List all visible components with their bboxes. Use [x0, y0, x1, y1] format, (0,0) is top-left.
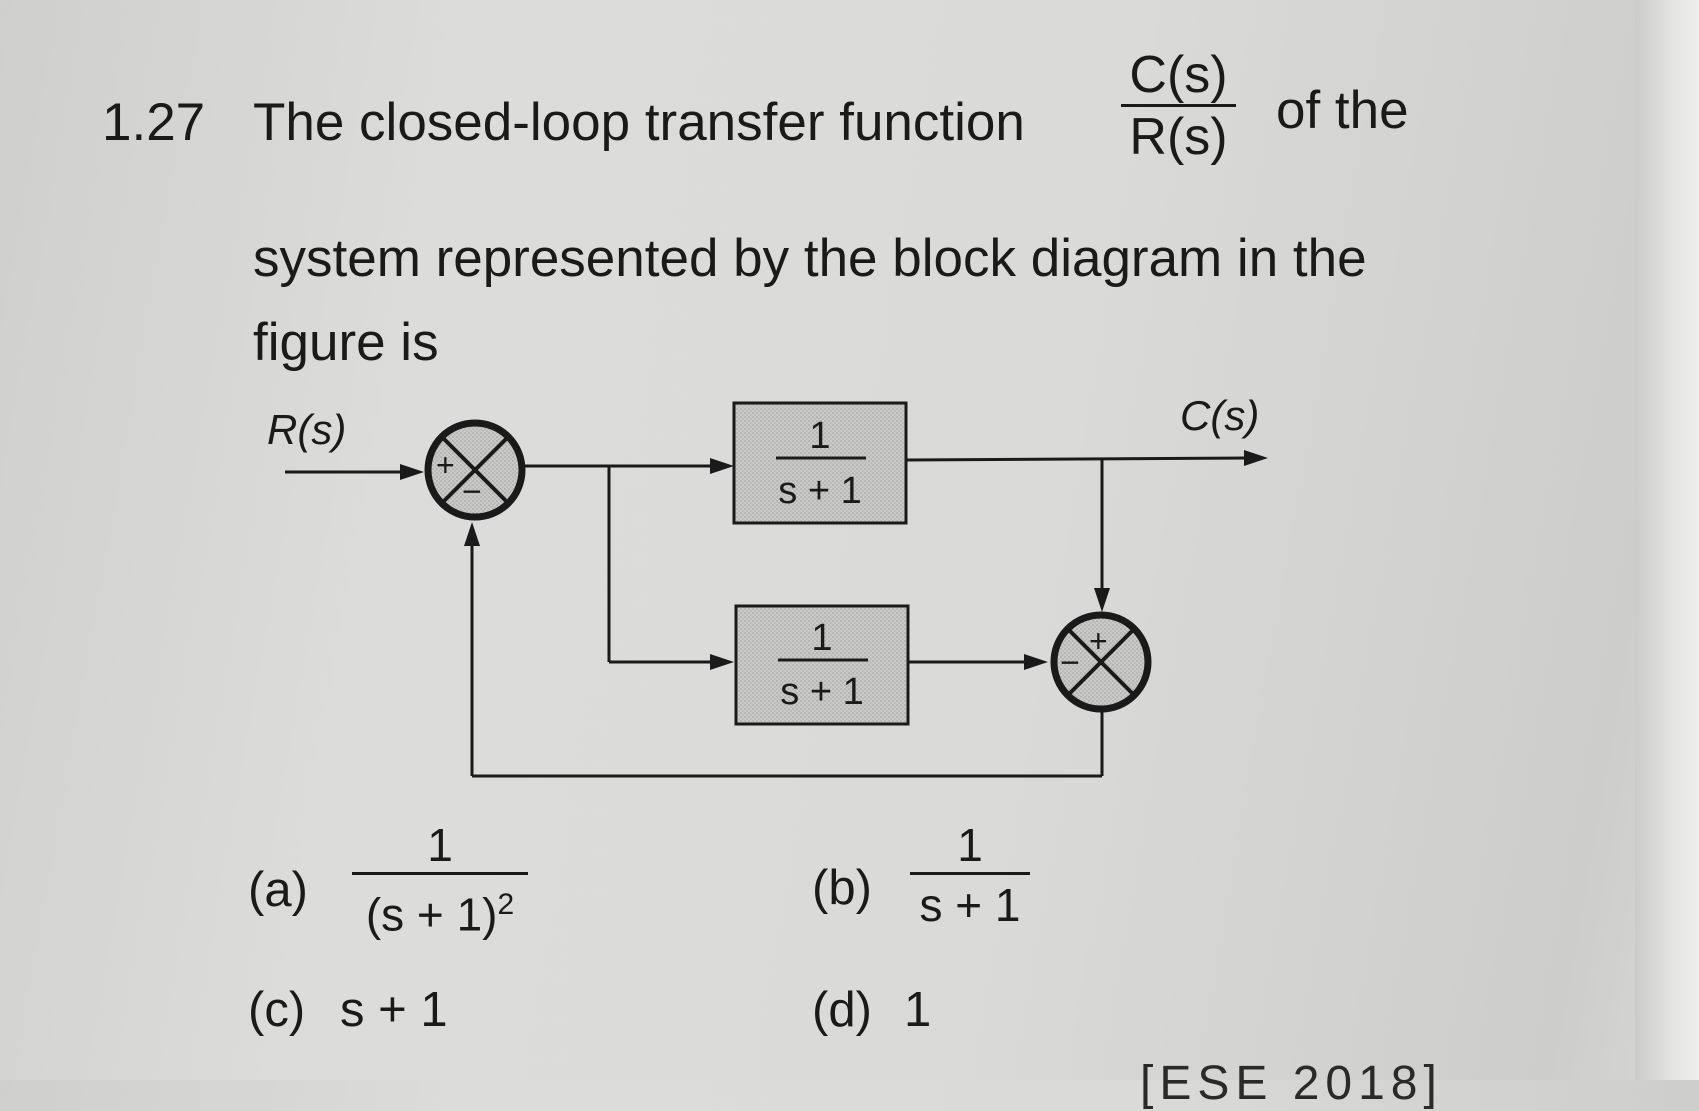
question-text-line2: system represented by the block diagram … [253, 229, 1367, 288]
sum2-left-arrowhead [1024, 654, 1048, 670]
sum1-plus-sign: + [436, 447, 455, 483]
option-b-numerator: 1 [957, 819, 983, 871]
sum2-plus-sign: + [1089, 623, 1108, 659]
option-a-base: (s + 1) [365, 888, 498, 941]
option-b-label: (b) [812, 861, 872, 915]
input-arrowhead [400, 464, 424, 480]
ratio-denominator: R(s) [1129, 108, 1228, 166]
transfer-ratio-fraction: C(s) R(s) [1121, 46, 1236, 167]
question-number: 1.27 [102, 93, 206, 152]
option-d-label: (d) [812, 983, 872, 1037]
block2-numerator: 1 [811, 617, 832, 659]
block1-denominator: s + 1 [778, 470, 861, 512]
question-text-end: of the [1276, 81, 1409, 140]
option-a-label: (a) [248, 863, 308, 917]
option-a-numerator: 1 [427, 819, 453, 871]
summing-junction-1: + − [424, 419, 526, 521]
output-label: C(s) [1180, 392, 1259, 439]
option-c-value: s + 1 [340, 983, 448, 1037]
block1-arrowhead [710, 458, 734, 474]
block-2 [734, 604, 910, 726]
block1-numerator: 1 [809, 415, 830, 457]
exam-source-tag: [ESE 2018] [1140, 1057, 1443, 1110]
question-text-start: The closed-loop transfer function [253, 93, 1025, 152]
question-text-line3: figure is [253, 313, 439, 372]
sum2-top-arrowhead [1094, 588, 1110, 612]
sum1-minus-sign: − [462, 473, 482, 511]
output-arrowhead [1244, 450, 1268, 466]
option-b-fraction-bar [910, 872, 1030, 875]
summing-junction-2: + − [1050, 611, 1152, 713]
page-edge [1635, 0, 1699, 1080]
fraction-bar [1121, 104, 1236, 107]
option-a-exponent: 2 [497, 888, 515, 921]
sum2-minus-sign: − [1060, 644, 1080, 682]
block-1 [732, 401, 908, 525]
block2-arrowhead [710, 654, 734, 670]
ratio-numerator: C(s) [1129, 46, 1228, 104]
option-d-value: 1 [904, 983, 932, 1037]
option-c-label: (c) [248, 983, 306, 1037]
output-line [905, 456, 1251, 462]
option-b-denominator: s + 1 [919, 879, 1021, 931]
input-label: R(s) [267, 406, 346, 453]
option-a-fraction-bar [352, 872, 528, 875]
option-b-fraction: 1 s + 1 [910, 818, 1030, 935]
block-diagram: R(s) C(s) + − 1 s + 1 1 s + 1 + − [267, 392, 1268, 778]
feedback-arrowhead [464, 522, 480, 546]
option-a-denominator: (s + 1)2 [352, 875, 528, 944]
option-a-fraction: 1 (s + 1)2 [352, 818, 528, 944]
block2-denominator: s + 1 [780, 671, 863, 713]
